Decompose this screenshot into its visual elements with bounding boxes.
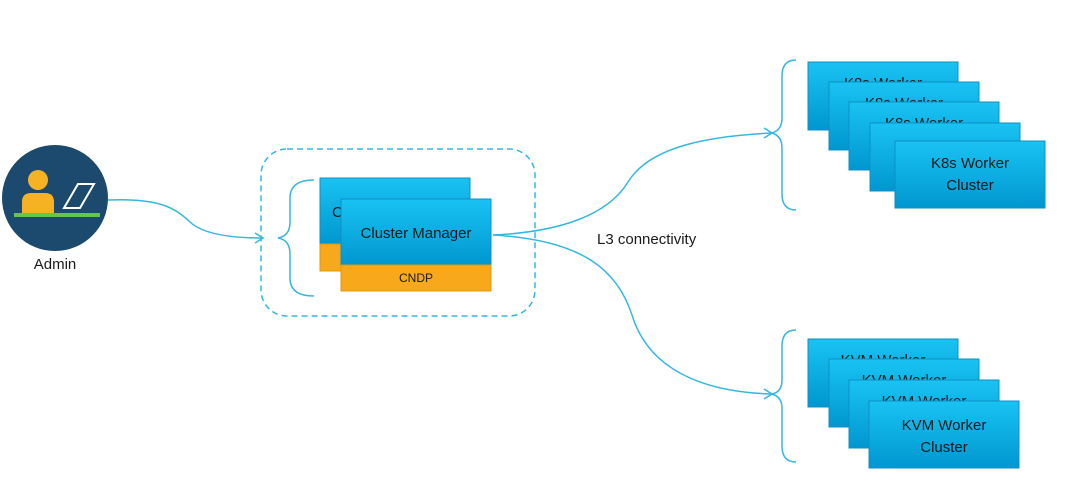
k8s-worker-cluster-label-line2: Cluster [946,177,994,194]
cluster-manager-dashed-boundary [260,148,536,317]
admin-label: Admin [34,256,77,273]
admin-circle [2,145,108,251]
l3-connectivity-label: L3 connectivity [597,231,697,248]
admin-node: Admin [2,145,108,273]
kvm-brace [771,329,797,463]
cndp-base [340,264,492,292]
cluster-manager-label: Cluster Manager [361,225,472,242]
kvm-worker-cluster-label-line1: KVM Worker [902,417,987,434]
admin-icon [14,170,100,217]
k8s-worker-stack: K8s Worker K8s Worker K8s Worker K8s Wor… [769,59,1046,211]
k8s-cluster-card-front [894,140,1046,209]
cndp-label: CNDP [399,271,433,285]
admin-connector [107,199,263,239]
k8s-brace [769,59,797,211]
k8s-worker-cluster-label-line1: K8s Worker [931,155,1009,172]
cluster-manager-back-label: C [332,204,343,221]
kvm-cluster-card-front [868,400,1020,469]
kvm-worker-stack: KVM Worker KVM Worker KVM Worker KVM Wor… [771,329,1020,469]
connector-to-kvm [492,234,773,395]
connector-to-k8s [492,132,773,236]
kvm-worker-cluster-label-line2: Cluster [920,439,968,456]
admin-connector-arrowhead [254,232,265,244]
cluster-manager-box [340,198,492,266]
cluster-manager-brace [277,179,315,297]
cluster-manager-group: C Cluster Manager CNDP [260,148,536,317]
